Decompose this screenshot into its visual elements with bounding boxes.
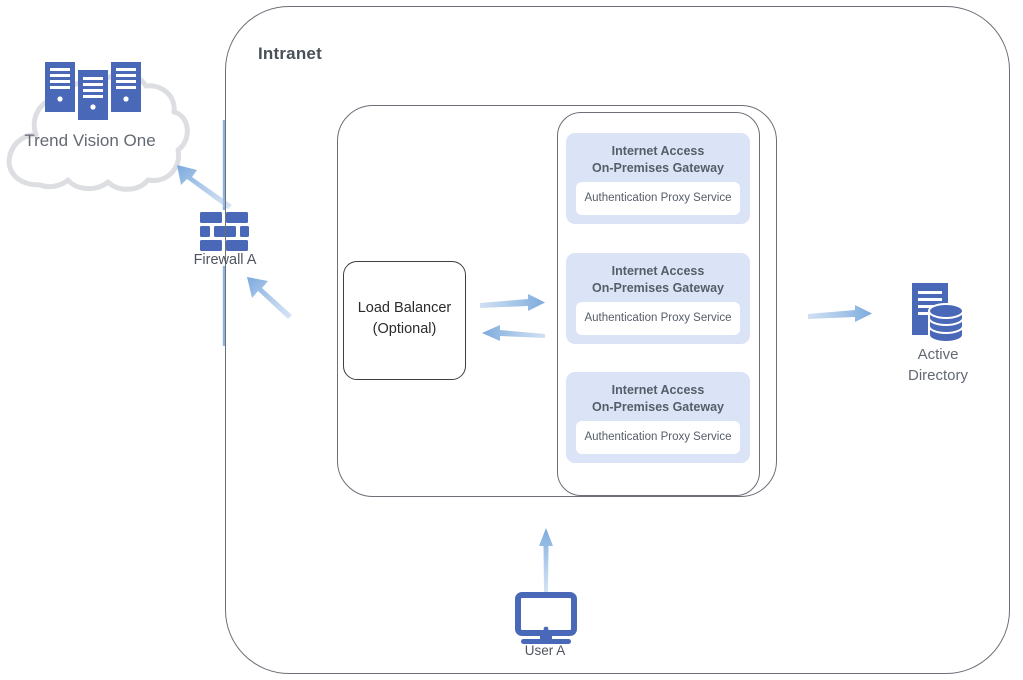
gateway-title-line1: Internet Access	[611, 383, 705, 397]
load-balancer-line2: (Optional)	[372, 321, 437, 337]
brick-wall-icon	[200, 212, 249, 251]
active-directory-line1: Active	[917, 346, 959, 363]
authentication-proxy-service-label: Authentication Proxy Service	[584, 431, 732, 443]
authentication-proxy-service-chip[interactable]: Authentication Proxy Service	[576, 182, 740, 215]
load-balancer-box[interactable]	[343, 261, 466, 380]
load-balancer-label: Load Balancer (Optional)	[343, 298, 466, 340]
gateway-title: Internet Access On-Premises Gateway	[566, 382, 750, 416]
authentication-proxy-service-chip[interactable]: Authentication Proxy Service	[576, 421, 740, 454]
gateway-card[interactable]: Internet Access On-Premises Gateway Auth…	[566, 133, 750, 224]
load-balancer-line1: Load Balancer	[357, 300, 452, 316]
active-directory-label: Active Directory	[878, 344, 998, 386]
gateway-title-line1: Internet Access	[611, 264, 705, 278]
arrow-to-firewall-lower	[247, 277, 292, 319]
gateway-title-line2: On-Premises Gateway	[591, 400, 724, 414]
intranet-boundary	[225, 6, 1010, 674]
gateway-title-line1: Internet Access	[611, 144, 705, 158]
gateway-title: Internet Access On-Premises Gateway	[566, 143, 750, 177]
arrow-gateway-to-loadbalancer	[482, 325, 545, 341]
authentication-proxy-service-label: Authentication Proxy Service	[584, 192, 732, 204]
gateway-title-line2: On-Premises Gateway	[591, 161, 724, 175]
desktop-monitor-icon	[515, 592, 577, 644]
server-stack-icon	[45, 62, 141, 120]
gateway-title: Internet Access On-Premises Gateway	[566, 263, 750, 297]
arrow-loadbalancer-to-gateway	[480, 294, 545, 311]
user-label: User A	[524, 643, 566, 658]
arrow-gateway-to-active-directory	[808, 305, 872, 322]
firewall-label: Firewall A	[193, 252, 257, 268]
cloud-label: Trend Vision One	[24, 131, 156, 150]
gateway-title-line2: On-Premises Gateway	[591, 281, 724, 295]
authentication-proxy-service-chip[interactable]: Authentication Proxy Service	[576, 302, 740, 335]
active-directory-line2: Directory	[907, 367, 968, 384]
gateway-group-boundary	[337, 105, 777, 497]
authentication-proxy-service-label: Authentication Proxy Service	[584, 312, 732, 324]
gateway-card[interactable]: Internet Access On-Premises Gateway Auth…	[566, 253, 750, 344]
arrow-firewall-to-cloud-upper	[177, 165, 232, 209]
arrow-user-to-gateway	[539, 528, 553, 592]
gateway-card[interactable]: Internet Access On-Premises Gateway Auth…	[566, 372, 750, 463]
gateway-stack-boundary	[557, 112, 760, 496]
active-directory-icon	[912, 283, 964, 343]
intranet-title: Intranet	[258, 44, 322, 63]
